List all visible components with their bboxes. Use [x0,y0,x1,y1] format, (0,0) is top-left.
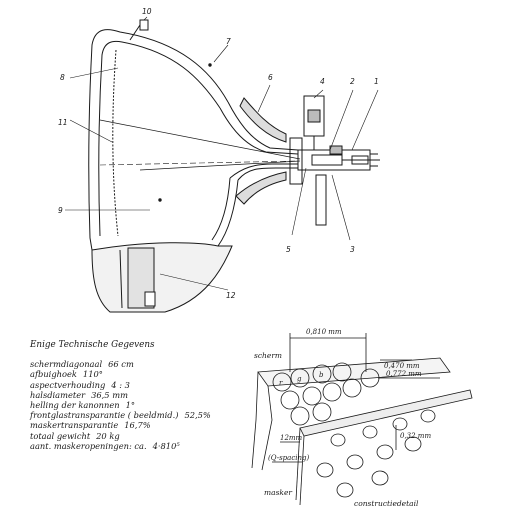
deflection-yoke [239,97,287,143]
shadow-mask [112,49,119,237]
tube-inner-envelope [98,40,221,237]
mask-holes [316,409,436,498]
callout-7: 7 [226,37,231,46]
callout-leaders [65,16,379,291]
callout-10: 10 [142,7,152,16]
q-spacing-label: (Q-spacing) [268,454,309,462]
spec-row: frontglastransparantie ( beeldmid.)52,5% [30,410,211,421]
crt-tube-section [88,19,380,313]
callout-9: 9 [58,206,63,215]
callout-5: 5 [286,245,291,254]
callout-1: 1 [374,77,379,86]
dot-label: r [279,379,283,387]
face-plate [91,242,233,313]
funnel-lower [237,167,298,181]
technical-specs: Enige Technische Gegevens schermdiagonaa… [30,340,245,451]
dim-12mm: 12mm [280,434,303,442]
dot-label: b [319,371,324,379]
mask-plate [299,389,473,437]
construction-detail [251,333,473,506]
callout-11: 11 [58,118,68,127]
scherm-label: scherm [254,351,282,360]
callout-2: 2 [350,77,355,86]
masker-label: masker [264,488,292,497]
dot-label: g [297,375,302,383]
detail-caption: constructiedetail [354,499,419,508]
callout-8: 8 [60,73,65,82]
callout-6: 6 [268,73,273,82]
dim-0810: 0,810 mm [306,328,342,336]
spec-row: aant. maskeropeningen: ca.4·810⁵ [30,440,180,451]
callout-4: 4 [320,77,325,86]
screen-plate [257,357,451,387]
callout-12: 12 [226,291,236,300]
tube-outer-envelope [88,29,229,251]
dim-0470: 0,470 mm [384,362,420,370]
dim-0772: 0,772 mm [386,370,422,378]
dim-032: 0,32 mm [400,432,431,440]
callout-3: 3 [350,245,355,254]
tube-lower-envelope [217,179,239,247]
specs-title: Enige Technische Gegevens [30,340,155,350]
phosphor-dots [272,362,380,426]
funnel-upper [227,101,299,151]
